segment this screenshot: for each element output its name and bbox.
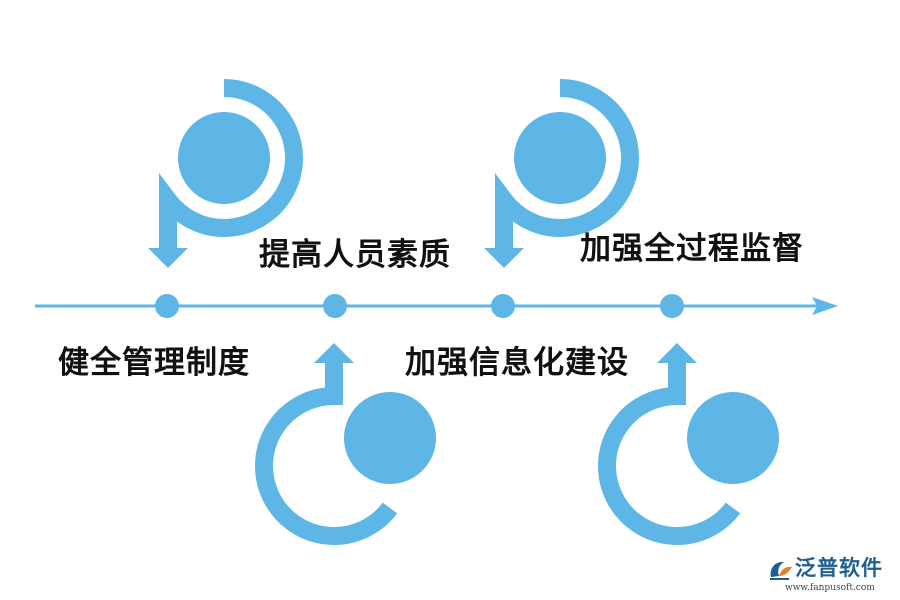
- step-2-b-shape: [255, 343, 436, 545]
- step-3-label: 加强信息化建设: [405, 345, 629, 381]
- step-4-up-arrow: [657, 343, 697, 363]
- step-3-down-arrow: [484, 248, 524, 268]
- step-1-p-shape: [148, 79, 303, 268]
- fanpu-logo-icon: [770, 561, 792, 580]
- step-1-label: 健全管理制度: [58, 345, 250, 381]
- timeline-node-2: [323, 294, 347, 318]
- step-1-down-arrow: [148, 248, 188, 268]
- brand-logo: 泛普软件 www.fanpusoft.com: [765, 555, 895, 597]
- step-4-label: 加强全过程监督: [580, 231, 804, 267]
- step-2-up-arrow: [314, 343, 354, 363]
- step-4-b-shape: [598, 343, 779, 545]
- timeline-node-4: [660, 294, 684, 318]
- step-3-p-shape: [484, 79, 639, 268]
- timeline-arrowhead: [812, 297, 838, 315]
- step-2-label: 提高人员素质: [259, 237, 451, 273]
- logo-url: www.fanpusoft.com: [785, 583, 875, 593]
- timeline-node-3: [491, 294, 515, 318]
- logo-name: 泛普软件: [795, 556, 883, 580]
- timeline-node-1: [155, 294, 179, 318]
